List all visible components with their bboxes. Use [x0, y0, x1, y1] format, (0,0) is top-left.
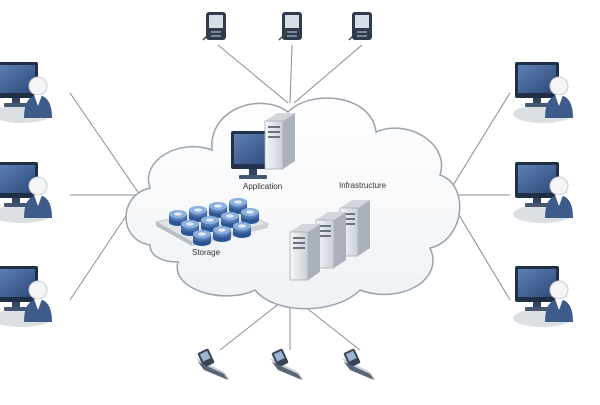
- application-node: [231, 112, 296, 179]
- pda-3: [348, 11, 373, 41]
- pda-1: [202, 11, 227, 41]
- link-right-1: [446, 92, 511, 196]
- phone-3: [342, 348, 376, 380]
- desktop-user-left-2: [0, 161, 53, 224]
- storage-label: Storage: [192, 248, 221, 257]
- desktop-user-left-1: [0, 61, 53, 124]
- desktop-user-right-2: [512, 161, 574, 224]
- phone-2: [270, 348, 304, 380]
- desktop-user-left-3: [0, 265, 53, 328]
- pda-2: [278, 11, 303, 41]
- infrastructure-label: Infrastructure: [339, 181, 387, 190]
- application-label: Application: [243, 182, 283, 191]
- storage-node: [154, 198, 270, 246]
- cloud-shape: [125, 97, 461, 310]
- link-pda-1: [217, 44, 289, 104]
- desktop-user-right-3: [512, 265, 574, 328]
- link-pda-2: [289, 44, 293, 104]
- desktop-user-right-1: [512, 61, 574, 124]
- phone-1: [196, 348, 230, 380]
- link-pda-3: [293, 44, 363, 104]
- link-left-1: [69, 92, 141, 196]
